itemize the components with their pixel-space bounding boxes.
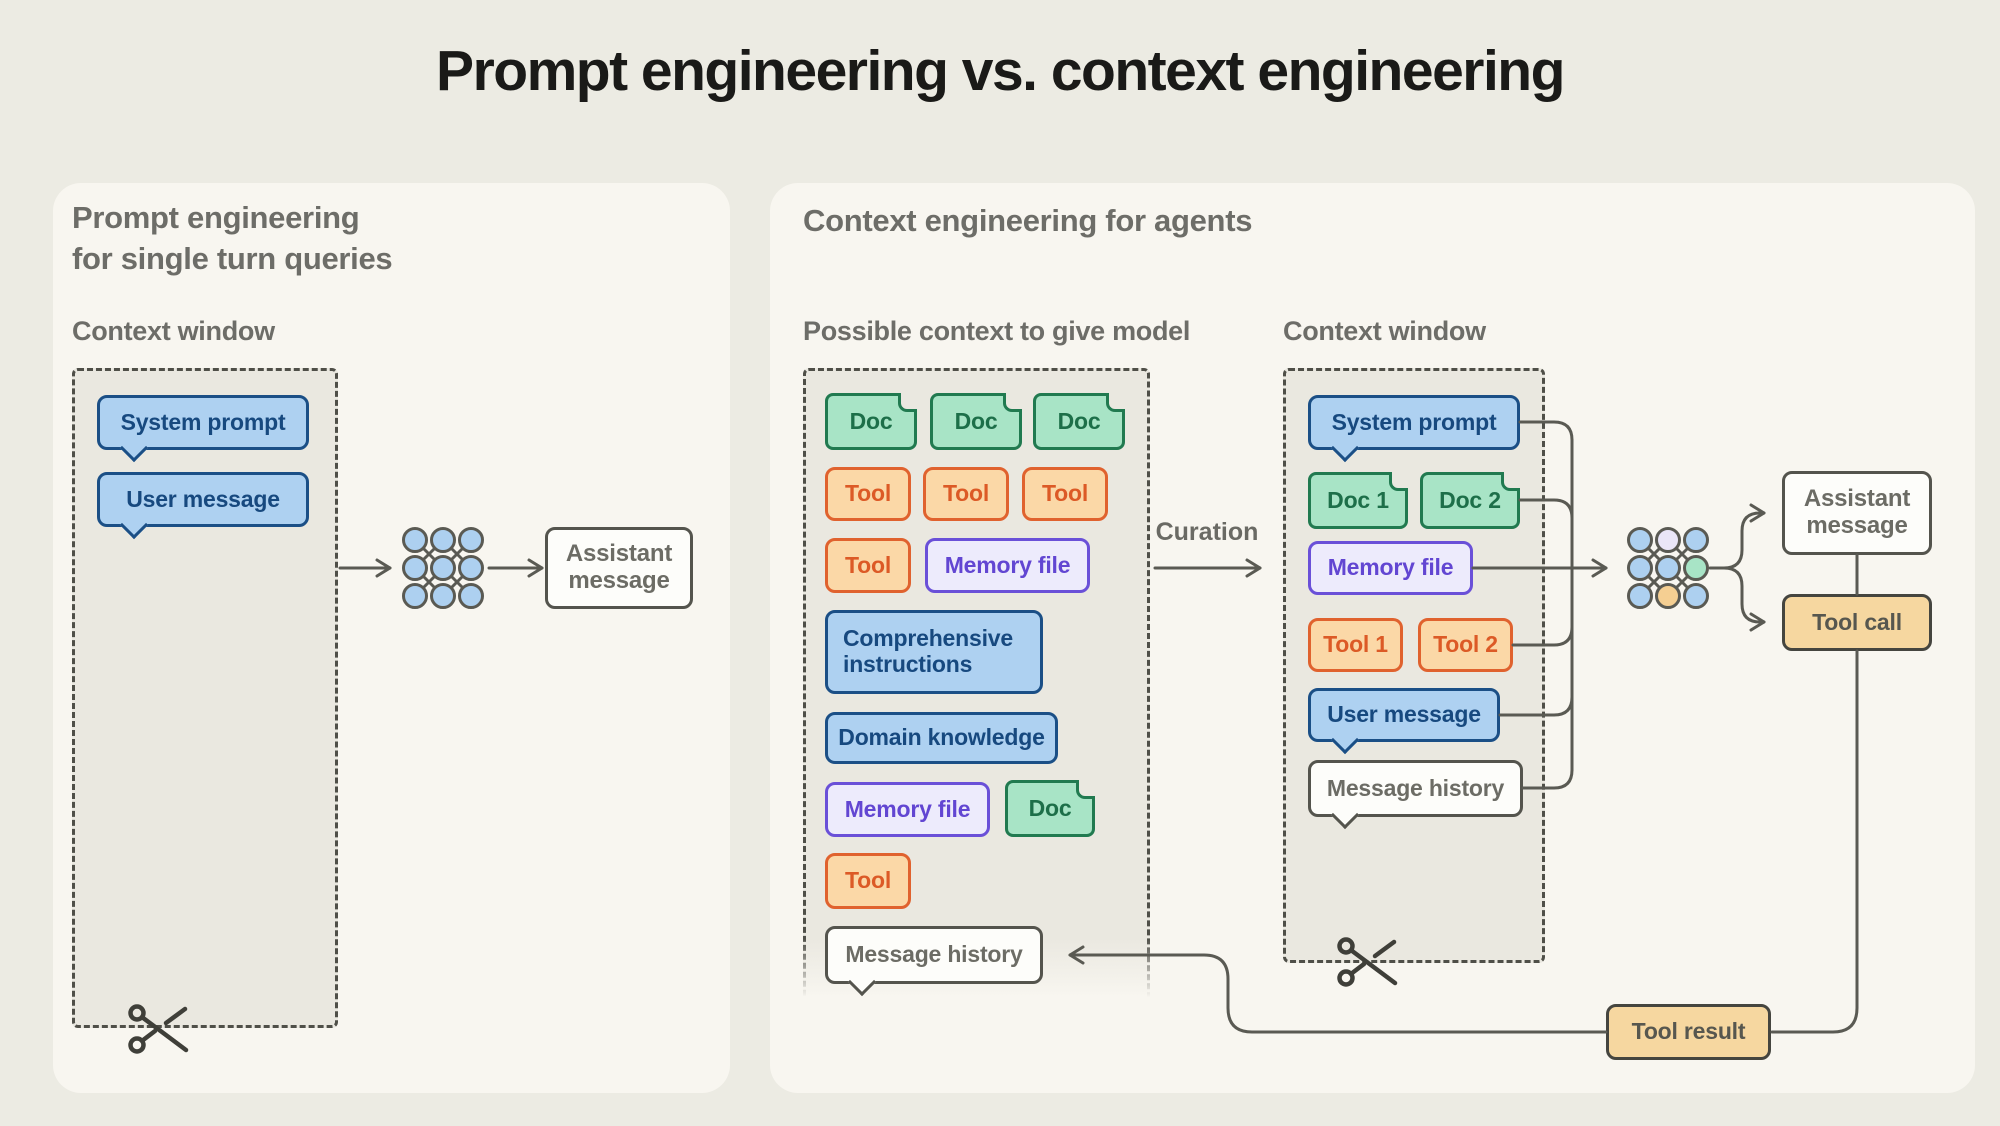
tool2-item: Tool 2 — [1418, 618, 1513, 672]
doc-item: Doc — [930, 393, 1022, 450]
doc-fold-icon — [1076, 780, 1095, 799]
message-history-bubble: Message history — [825, 926, 1043, 984]
doc-item: Doc — [825, 393, 917, 450]
tool1-label: Tool 1 — [1323, 631, 1388, 658]
doc-item: Doc — [1005, 780, 1095, 837]
memory-file-label: Memory file — [944, 551, 1071, 578]
tool-item: Tool — [825, 538, 911, 593]
message-history-bubble: Message history — [1308, 760, 1523, 817]
right-context-window-label: Context window — [1283, 316, 1486, 346]
memory-file-label: Memory file — [844, 795, 971, 822]
memory-file-label: Memory file — [1327, 554, 1454, 581]
doc-item: Doc — [1033, 393, 1125, 450]
left-context-window-box — [72, 368, 338, 1028]
user-message-label: User message — [126, 485, 280, 512]
message-history-label: Message history — [845, 941, 1023, 968]
assistant-message-label: Assistant message — [565, 540, 673, 594]
memory-file-item: Memory file — [925, 538, 1090, 593]
tool-call-label: Tool call — [1812, 608, 1902, 635]
doc-fold-icon — [1106, 393, 1125, 412]
assistant-message-box: Assistant message — [1782, 471, 1932, 555]
tool-label: Tool — [844, 551, 892, 578]
tool2-label: Tool 2 — [1433, 631, 1498, 658]
message-history-label: Message history — [1326, 774, 1505, 801]
comprehensive-instructions-label: Comprehensive instructions — [843, 625, 1013, 677]
doc-label: Doc — [849, 407, 893, 434]
memory-file-item: Memory file — [1308, 541, 1473, 595]
doc2-label: Doc 2 — [1439, 486, 1501, 513]
memory-file-item: Memory file — [825, 782, 990, 837]
tool-item: Tool — [825, 467, 911, 521]
possible-context-label: Possible context to give model — [803, 316, 1191, 346]
tool-result-label: Tool result — [1631, 1018, 1746, 1045]
context-engineering-heading: Context engineering for agents — [803, 203, 1253, 238]
tool-item: Tool — [1022, 467, 1108, 521]
doc-label: Doc — [1057, 407, 1101, 434]
doc2-item: Doc 2 — [1420, 472, 1520, 529]
tool1-item: Tool 1 — [1308, 618, 1403, 672]
tool-label: Tool — [1041, 480, 1089, 507]
doc-label: Doc — [1028, 794, 1072, 821]
user-message-bubble: User message — [97, 472, 309, 527]
user-message-bubble: User message — [1308, 688, 1500, 742]
comprehensive-instructions-item: Comprehensive instructions — [825, 610, 1043, 694]
doc1-label: Doc 1 — [1327, 486, 1389, 513]
tool-call-box: Tool call — [1782, 594, 1932, 651]
doc1-item: Doc 1 — [1308, 472, 1408, 529]
tool-label: Tool — [942, 480, 990, 507]
system-prompt-bubble: System prompt — [1308, 395, 1520, 450]
system-prompt-label: System prompt — [120, 408, 286, 435]
left-context-window-label: Context window — [72, 316, 275, 346]
tool-result-box: Tool result — [1606, 1004, 1771, 1060]
doc-fold-icon — [898, 393, 917, 412]
system-prompt-label: System prompt — [1331, 408, 1497, 435]
domain-knowledge-item: Domain knowledge — [825, 712, 1058, 764]
page-title: Prompt engineering vs. context engineeri… — [436, 39, 1565, 103]
doc-fold-icon — [1003, 393, 1022, 412]
tool-label: Tool — [844, 867, 892, 894]
user-message-label: User message — [1327, 701, 1481, 728]
tool-item: Tool — [923, 467, 1009, 521]
doc-fold-icon — [1501, 472, 1520, 491]
assistant-message-box: Assistant message — [545, 527, 693, 609]
tool-item: Tool — [825, 853, 911, 909]
assistant-message-label: Assistant message — [1803, 485, 1911, 539]
curation-label: Curation — [1155, 518, 1259, 546]
domain-knowledge-label: Domain knowledge — [838, 724, 1045, 751]
doc-fold-icon — [1389, 472, 1408, 491]
doc-label: Doc — [954, 407, 998, 434]
system-prompt-bubble: System prompt — [97, 395, 309, 450]
tool-label: Tool — [844, 480, 892, 507]
prompt-engineering-heading: Prompt engineering for single turn queri… — [72, 200, 393, 276]
